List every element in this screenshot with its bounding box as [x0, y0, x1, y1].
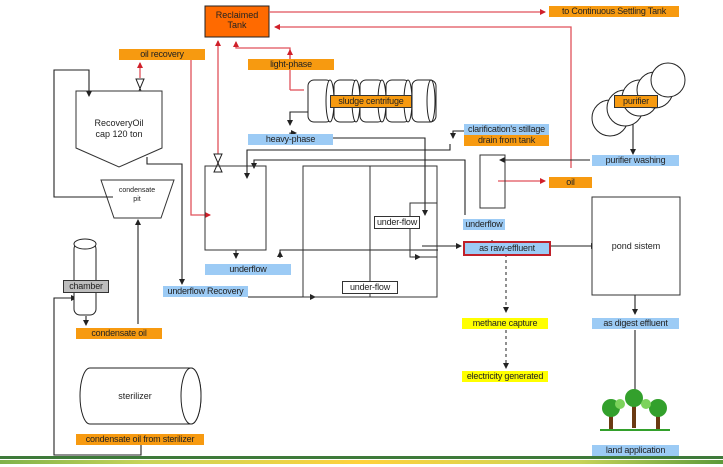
- pond-system-label: pond sistem: [611, 241, 661, 251]
- condensate-oil-from-sterilizer-label: condensate oil from sterilizer: [76, 434, 204, 445]
- clarifier-inner: [409, 202, 438, 258]
- recovery-oil-tank-label-1: RecoveryOil: [94, 118, 144, 128]
- as-digest-effluent-label: as digest effluent: [592, 318, 679, 329]
- oil-label: oil: [549, 177, 592, 188]
- chamber-icon: [73, 238, 97, 316]
- underflow-label: underflow: [205, 264, 291, 275]
- oil-lines: [137, 9, 572, 218]
- condensate-pit-label-1: condensate: [118, 187, 156, 194]
- underflow-small-label: underflow: [463, 219, 505, 230]
- sludge-centrifuge-label: sludge centrifuge: [330, 95, 412, 108]
- chamber-label: chamber: [63, 280, 109, 293]
- underflow-recovery-label: underflow Recovery: [163, 286, 248, 297]
- methane-capture-label: methane capture: [462, 318, 548, 329]
- sludge-centrifuge-icon: [307, 79, 437, 123]
- heavy-phase-label: heavy-phase: [248, 134, 333, 145]
- condensate-pit-label-2: pit: [133, 196, 141, 203]
- valve-icon: [213, 153, 223, 173]
- reclaimed-tank: [204, 5, 270, 38]
- condensate-oil-label: condensate oil: [76, 328, 162, 339]
- condensate-pit: [100, 179, 175, 219]
- under-flow-label-1: under-flow: [374, 216, 420, 229]
- recovery-oil-tank: [75, 90, 163, 168]
- footer-bar: [0, 456, 723, 467]
- oil-separator: [479, 154, 506, 209]
- recovery-oil-tank-label-2: cap 120 ton: [95, 129, 143, 139]
- under-flow-label-2: under-flow: [342, 281, 398, 294]
- purifier-label: purifier: [614, 95, 658, 108]
- purifier-washing-label: purifier washing: [592, 155, 679, 166]
- oil-recovery-label: oil recovery: [119, 49, 205, 60]
- electricity-generated-label: electricity generated: [462, 371, 548, 382]
- drain-from-tank-label: drain from tank: [464, 135, 549, 146]
- pond-system-box: [591, 196, 681, 296]
- reclaimed-tank-label: Reclaimed Tank: [215, 10, 259, 30]
- settling-tank: [204, 165, 267, 251]
- trees-icon: [600, 389, 670, 431]
- to-continuous-settling-tank-label: to Continuous Settling Tank: [549, 6, 679, 17]
- clarification-stillage-label: clarification's stillage: [464, 124, 549, 135]
- sterilizer-label: sterilizer: [118, 391, 152, 401]
- sterilizer-icon: [79, 367, 202, 425]
- light-phase-label: light-phase: [248, 59, 334, 70]
- land-application-label: land application: [592, 445, 679, 456]
- as-raw-effluent-label: as raw-effluent: [463, 241, 551, 256]
